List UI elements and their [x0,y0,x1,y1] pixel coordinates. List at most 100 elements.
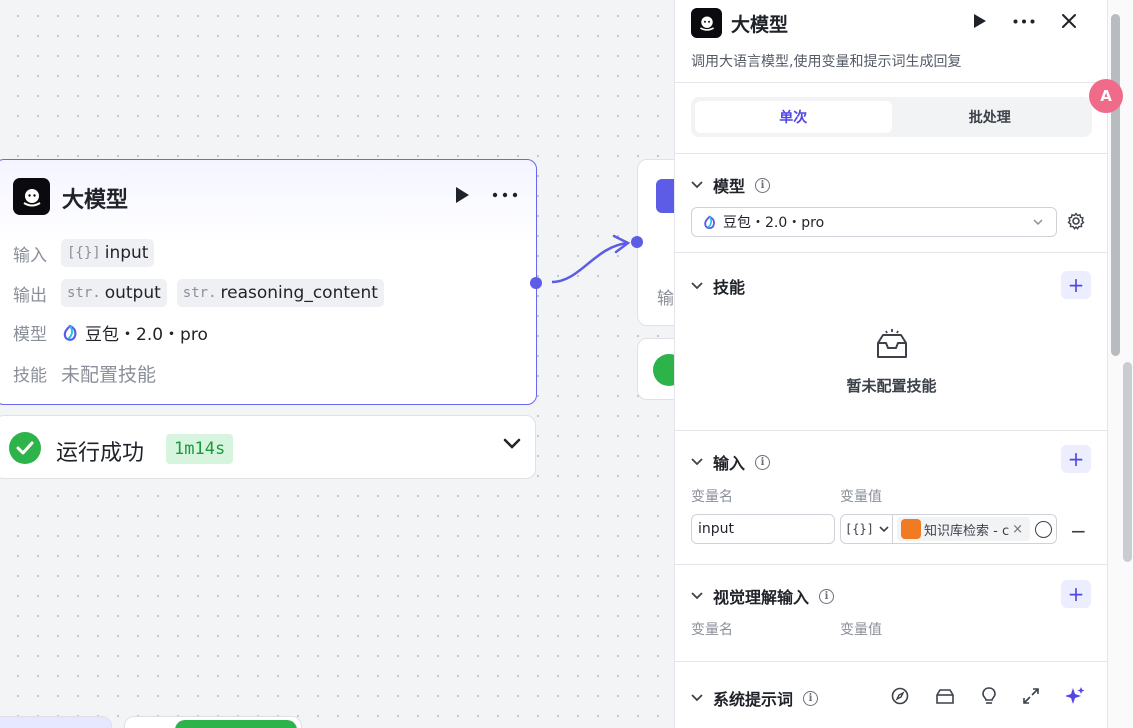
chevron-down-icon [879,526,889,533]
translate-icon[interactable]: A [1089,79,1123,113]
reasoning-chip: str. reasoning_content [176,279,384,307]
panel-scrollbar-thumb[interactable] [1111,14,1120,356]
skill-empty-text: 暂未配置技能 [846,377,937,395]
var-name-column: 变量名 [691,489,733,505]
model-section-header[interactable]: 模型 i [691,173,771,197]
node-skill-row: 技能 未配置技能 [13,360,156,387]
panel-more-icon[interactable] [1013,19,1035,24]
reasoning-type: str. [182,285,217,301]
output-chip: str. output [61,279,167,307]
skill-value: 未配置技能 [61,364,157,386]
chevron-down-icon[interactable] [691,280,703,292]
input-var-name-field[interactable]: input [691,514,835,544]
gear-icon[interactable] [1067,212,1085,230]
bulb-icon[interactable] [981,687,997,705]
target-icon[interactable] [1035,521,1052,538]
skill-empty-state: 暂未配置技能 [675,329,1107,396]
input-var-value-field[interactable]: [{}] 知识库检索 - c × [840,514,1057,544]
divider [675,430,1107,431]
vision-section-title: 视觉理解输入 [713,588,810,607]
panel-description: 调用大语言模型,使用变量和提示词生成回复 [691,54,962,70]
add-vision-input-button[interactable]: + [1061,580,1091,608]
var-type-select[interactable]: [{}] [841,515,893,543]
success-check-icon [9,432,41,464]
page-scrollbar-thumb[interactable] [1123,362,1132,562]
add-skill-button[interactable]: + [1061,271,1091,299]
chevron-down-icon[interactable] [691,692,703,704]
var-reference-tag: 知识库检索 - c × [897,517,1030,541]
output-type: str. [67,285,101,301]
skill-label: 技能 [13,366,47,386]
tab-batch[interactable]: 批处理 [968,110,1011,126]
run-mode-tabs: 单次 批处理 [691,97,1092,137]
library-icon[interactable] [935,687,955,705]
info-icon[interactable]: i [755,454,771,470]
divider [675,564,1107,565]
info-icon[interactable]: i [819,588,835,604]
ai-sparkle-icon[interactable] [1065,686,1085,706]
close-icon[interactable] [1061,13,1077,29]
reasoning-name: reasoning_content [220,283,378,303]
expand-icon[interactable] [1023,688,1039,704]
output-name: output [104,283,161,303]
chevron-down-icon[interactable] [503,438,521,450]
chevron-down-icon[interactable] [691,456,703,468]
status-text: 运行成功 [56,441,145,466]
doubao-icon [704,215,715,229]
node-model-row: 模型 豆包・2.0・pro [13,320,208,345]
input-name: input [104,243,149,263]
node-settings-panel: 大模型 调用大语言模型,使用变量和提示词生成回复 单次 批处理 模型 i 豆包・… [674,0,1107,728]
output-port[interactable] [530,277,542,289]
divider [675,82,1107,83]
add-input-button[interactable]: + [1061,445,1091,473]
knowledge-base-icon [901,519,921,539]
var-value-column: 变量值 [840,489,882,505]
var-reference-text: 知识库检索 - c [924,523,1010,539]
system-prompt-section-header[interactable]: 系统提示词 i [691,686,819,710]
more-icon[interactable] [492,192,518,198]
input-chip: [{}] input [61,239,155,267]
compass-icon[interactable] [891,687,909,705]
system-prompt-title: 系统提示词 [713,690,794,709]
skill-section-title: 技能 [713,278,746,297]
model-select[interactable]: 豆包・2.0・pro [691,207,1057,237]
run-icon[interactable] [454,186,470,204]
model-select-value: 豆包・2.0・pro [723,215,825,231]
node-output-row: 输出 str. output str. reasoning_content [13,279,384,307]
info-icon[interactable]: i [803,690,819,706]
remove-tag-icon[interactable]: × [1012,521,1024,537]
empty-tray-icon [876,329,907,358]
panel-run-icon[interactable] [973,13,987,29]
input-label: 输入 [13,245,47,266]
vision-section-header[interactable]: 视觉理解输入 i [691,584,835,608]
tab-single[interactable]: 单次 [695,101,892,133]
bottom-node-fragment-2 [124,716,302,728]
llm-node-icon [13,178,50,215]
divider [675,252,1107,253]
next-node-output-label: 输 [657,289,674,309]
model-value: 豆包・2.0・pro [85,325,208,345]
llm-node-card[interactable]: 大模型 输入 [{}] input 输出 str. output str. re… [0,159,542,405]
remove-input-button[interactable]: − [1070,519,1087,543]
model-label: 模型 [13,325,47,345]
chevron-down-icon [1033,219,1043,226]
info-icon[interactable]: i [755,177,771,193]
chevron-down-icon[interactable] [691,590,703,602]
node-input-row: 输入 [{}] input [13,239,155,267]
run-status-bar[interactable]: 运行成功 1m14s [0,415,536,479]
input-type: [{}] [67,245,101,261]
panel-title: 大模型 [731,14,789,36]
vision-var-value-column: 变量值 [840,622,882,638]
skill-section-header[interactable]: 技能 [691,274,745,298]
connector-edge [551,234,631,284]
output-label: 输出 [13,285,47,306]
node-title: 大模型 [62,188,129,213]
next-node-input-port[interactable] [631,236,643,248]
divider [675,153,1107,154]
model-section-title: 模型 [713,177,746,196]
input-section-header[interactable]: 输入 i [691,450,771,474]
status-time-badge: 1m14s [166,434,234,464]
divider [675,661,1107,662]
chevron-down-icon[interactable] [691,179,703,191]
